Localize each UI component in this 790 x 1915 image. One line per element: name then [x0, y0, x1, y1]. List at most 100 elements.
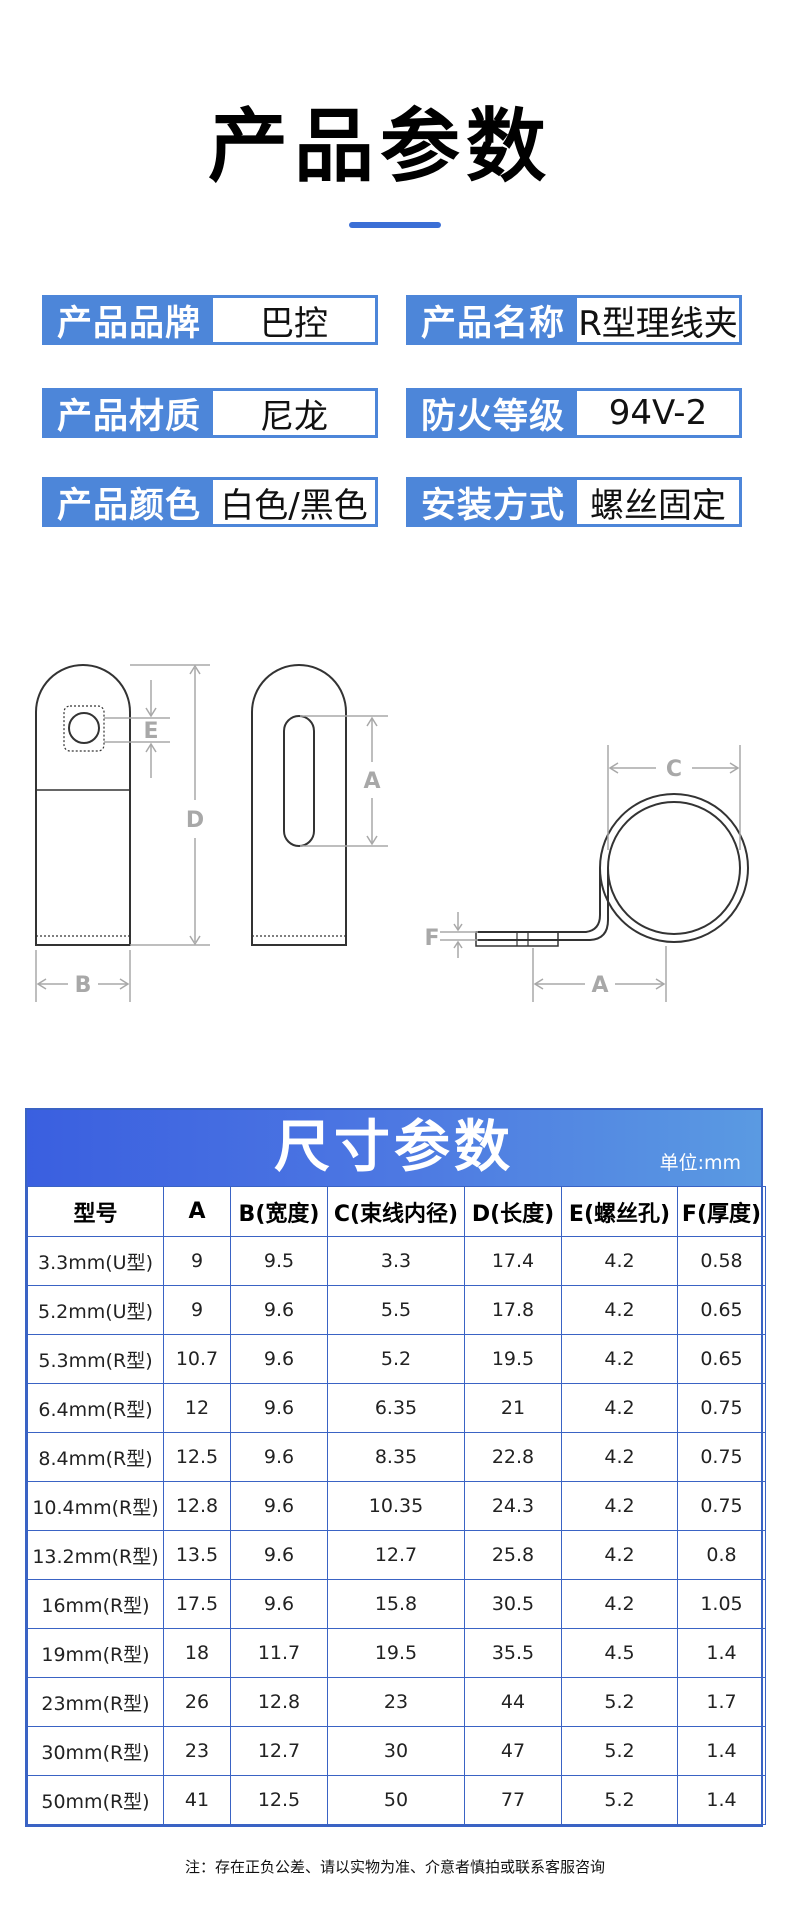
table-cell: 5.2 — [561, 1677, 678, 1727]
table-cell: 17.8 — [464, 1285, 562, 1335]
clip-side-view — [251, 664, 347, 946]
dimension-label-a-bottom: A — [591, 973, 608, 998]
table-cell: 25.8 — [464, 1530, 562, 1580]
table-cell: 18 — [163, 1628, 231, 1678]
title-underline — [349, 222, 441, 228]
spec-value: R型理线夹 — [577, 298, 739, 344]
table-cell: 23mm(R型) — [27, 1677, 164, 1727]
table-cell: 0.65 — [677, 1285, 766, 1335]
header-e-screw-hole: E(螺丝孔) — [561, 1186, 678, 1237]
page-title: 产品参数 — [208, 100, 552, 193]
table-cell: 12.7 — [230, 1726, 328, 1776]
table-cell: 19mm(R型) — [27, 1628, 164, 1678]
table-unit: 单位:mm — [659, 1152, 741, 1174]
table-cell: 4.2 — [561, 1432, 678, 1482]
table-cell: 26 — [163, 1677, 231, 1727]
dimension-label-b: B — [75, 973, 92, 998]
table-cell: 12.7 — [327, 1530, 465, 1580]
table-cell: 6.35 — [327, 1383, 465, 1433]
table-cell: 5.3mm(R型) — [27, 1334, 164, 1384]
dimension-lines — [35, 664, 741, 1002]
dimension-label-d: D — [186, 808, 204, 833]
table-cell: 9.6 — [230, 1530, 328, 1580]
table-cell: 30mm(R型) — [27, 1726, 164, 1776]
table-cell: 9.6 — [230, 1285, 328, 1335]
table-cell: 5.5 — [327, 1285, 465, 1335]
table-cell: 12.5 — [163, 1432, 231, 1482]
spec-value: 尼龙 — [213, 391, 375, 437]
header-d-length: D(长度) — [464, 1186, 562, 1237]
table-cell: 30.5 — [464, 1579, 562, 1629]
table-cell: 4.2 — [561, 1236, 678, 1286]
table-cell: 9.5 — [230, 1236, 328, 1286]
table-cell: 6.4mm(R型) — [27, 1383, 164, 1433]
table-cell: 77 — [464, 1775, 562, 1825]
table-cell: 47 — [464, 1726, 562, 1776]
table-cell: 5.2 — [561, 1726, 678, 1776]
table-cell: 17.5 — [163, 1579, 231, 1629]
header-a: A — [163, 1186, 231, 1237]
table-cell: 23 — [327, 1677, 465, 1727]
dimension-diagram: D E B A C F A — [35, 664, 749, 1002]
spec-color: 产品颜色 白色/黑色 — [42, 477, 378, 527]
table-cell: 16mm(R型) — [27, 1579, 164, 1629]
table-cell: 9.6 — [230, 1432, 328, 1482]
clip-front-view — [35, 664, 131, 946]
table-cell: 13.5 — [163, 1530, 231, 1580]
spec-label: 产品品牌 — [56, 303, 201, 344]
table-cell: 0.75 — [677, 1481, 766, 1531]
spec-material: 产品材质 尼龙 — [42, 388, 378, 438]
dimension-label-f: F — [424, 926, 439, 951]
table-cell: 5.2 — [561, 1775, 678, 1825]
table-cell: 3.3 — [327, 1236, 465, 1286]
size-table-grid: 型号 A B(宽度) C(束线内径) D(长度) E(螺丝孔) F(厚度) 3.… — [27, 1186, 766, 1825]
table-cell: 1.4 — [677, 1726, 766, 1776]
table-cell: 4.2 — [561, 1285, 678, 1335]
table-cell: 13.2mm(R型) — [27, 1530, 164, 1580]
spec-product-name: 产品名称 R型理线夹 — [406, 295, 742, 345]
table-cell: 4.2 — [561, 1383, 678, 1433]
table-cell: 4.5 — [561, 1628, 678, 1678]
table-cell: 10.7 — [163, 1334, 231, 1384]
clip-loop-outer — [599, 793, 749, 943]
table-cell: 23 — [163, 1726, 231, 1776]
spec-label: 产品颜色 — [56, 485, 201, 526]
spec-value: 巴控 — [213, 298, 375, 344]
table-cell: 4.2 — [561, 1579, 678, 1629]
table-cell: 11.7 — [230, 1628, 328, 1678]
table-cell: 35.5 — [464, 1628, 562, 1678]
table-cell: 19.5 — [464, 1334, 562, 1384]
table-cell: 3.3mm(U型) — [27, 1236, 164, 1286]
table-cell: 5.2 — [327, 1334, 465, 1384]
table-cell: 1.4 — [677, 1628, 766, 1678]
table-cell: 9.6 — [230, 1579, 328, 1629]
table-cell: 0.58 — [677, 1236, 766, 1286]
table-cell: 15.8 — [327, 1579, 465, 1629]
dimension-label-c: C — [666, 757, 682, 782]
clip-loop-inner — [607, 801, 741, 935]
table-cell: 50 — [327, 1775, 465, 1825]
spec-value: 螺丝固定 — [577, 480, 739, 526]
spec-brand: 产品品牌 巴控 — [42, 295, 378, 345]
table-header-banner: 尺寸参数 单位:mm — [27, 1110, 761, 1186]
header-c-inner-diameter: C(束线内径) — [327, 1186, 465, 1237]
table-cell: 4.2 — [561, 1481, 678, 1531]
table-cell: 4.2 — [561, 1530, 678, 1580]
table-cell: 10.4mm(R型) — [27, 1481, 164, 1531]
header-model: 型号 — [27, 1186, 164, 1237]
table-cell: 4.2 — [561, 1334, 678, 1384]
table-cell: 30 — [327, 1726, 465, 1776]
table-cell: 8.4mm(R型) — [27, 1432, 164, 1482]
table-cell: 12.5 — [230, 1775, 328, 1825]
table-cell: 9.6 — [230, 1334, 328, 1384]
size-table: 尺寸参数 单位:mm 型号 A B(宽度) C(束线内径) D(长度) E(螺丝… — [25, 1108, 766, 1827]
table-cell: 12 — [163, 1383, 231, 1433]
table-cell: 1.4 — [677, 1775, 766, 1825]
table-cell: 44 — [464, 1677, 562, 1727]
